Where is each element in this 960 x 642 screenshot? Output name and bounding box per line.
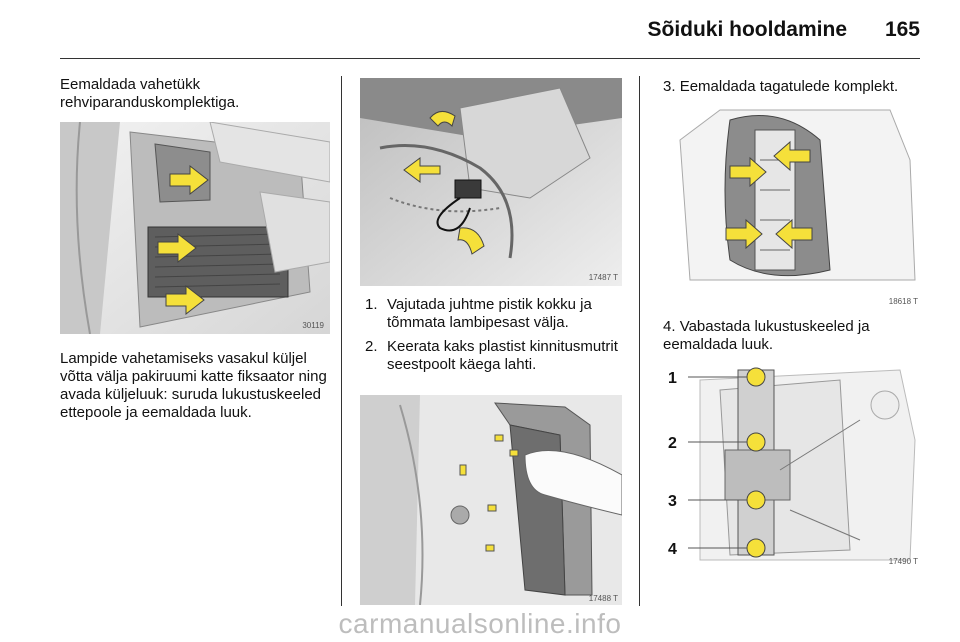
step-3-text: 3. Eemaldada tagatulede komplekt. bbox=[663, 78, 923, 96]
list-item: 1. Vajutada juhtme pistik kokku ja tõmma… bbox=[365, 296, 630, 332]
callout-lines bbox=[688, 376, 747, 549]
arrow-icon bbox=[169, 164, 209, 196]
step-4-text: 4. Vabastada lukustuskeeled ja eemaldada… bbox=[663, 318, 923, 354]
figure-lamp-connector: 17487 T bbox=[360, 78, 622, 286]
figure-code: 18618 T bbox=[888, 297, 918, 306]
step-number: 4. bbox=[663, 318, 676, 335]
watermark: carmanualsonline.info bbox=[338, 608, 622, 639]
callout-label: 3 bbox=[668, 493, 677, 510]
arrow-icon bbox=[725, 218, 763, 250]
step-text: Vajutada juhtme pistik kokku ja tõmmata … bbox=[387, 296, 592, 331]
rotate-arrow-icon bbox=[457, 227, 485, 255]
column-divider-2 bbox=[639, 76, 640, 606]
callout-label: 2 bbox=[668, 435, 677, 452]
figure-lock-tabs: 1 2 3 4 17490 T bbox=[660, 360, 922, 568]
list-item: 2. Keerata kaks plastist kinnitusmutrit … bbox=[365, 338, 630, 374]
figure-code: 17490 T bbox=[888, 557, 918, 566]
page-title: Sõiduki hooldamine bbox=[647, 18, 847, 41]
figure-code: 30119 bbox=[302, 321, 324, 330]
steps-list: 1. Vajutada juhtme pistik kokku ja tõmma… bbox=[365, 296, 630, 380]
arrow-icon bbox=[157, 232, 197, 264]
header-rule bbox=[60, 58, 920, 59]
arrow-icon bbox=[729, 156, 767, 188]
arrow-icon bbox=[775, 218, 813, 250]
step-text: Eemaldada tagatulede komplekt. bbox=[679, 78, 899, 95]
callout-label: 1 bbox=[668, 370, 677, 387]
figure-hand-removing-lamp: 17488 T bbox=[360, 395, 622, 605]
callout-label: 4 bbox=[668, 541, 677, 558]
step-number: 1. bbox=[365, 296, 378, 313]
step-number: 2. bbox=[365, 338, 378, 355]
figure-code: 17488 T bbox=[588, 594, 618, 603]
page-number: 165 bbox=[884, 18, 920, 41]
tab-markers bbox=[459, 434, 519, 552]
body-text: Lampide vahetamiseks vasakul küljel võtt… bbox=[60, 350, 327, 421]
rotate-arrow-icon bbox=[429, 111, 456, 127]
arrow-icon bbox=[773, 140, 811, 172]
step-text: Vabastada lukustuskeeled ja eemaldada lu… bbox=[663, 318, 870, 353]
arrow-icon bbox=[403, 157, 441, 183]
bulb-icon bbox=[746, 367, 766, 558]
intro-text: Eemaldada vahetükk rehviparanduskomplekt… bbox=[60, 76, 240, 111]
figure-code: 17487 T bbox=[588, 273, 618, 282]
step-number: 3. bbox=[663, 78, 676, 95]
figure-tail-light-assembly: 18618 T bbox=[660, 100, 922, 308]
figure-trunk-side-panel: 30119 bbox=[60, 122, 330, 334]
step-text: Keerata kaks plastist kinnitusmutrit see… bbox=[387, 338, 618, 373]
arrow-icon bbox=[165, 284, 205, 316]
column-divider-1 bbox=[341, 76, 342, 606]
